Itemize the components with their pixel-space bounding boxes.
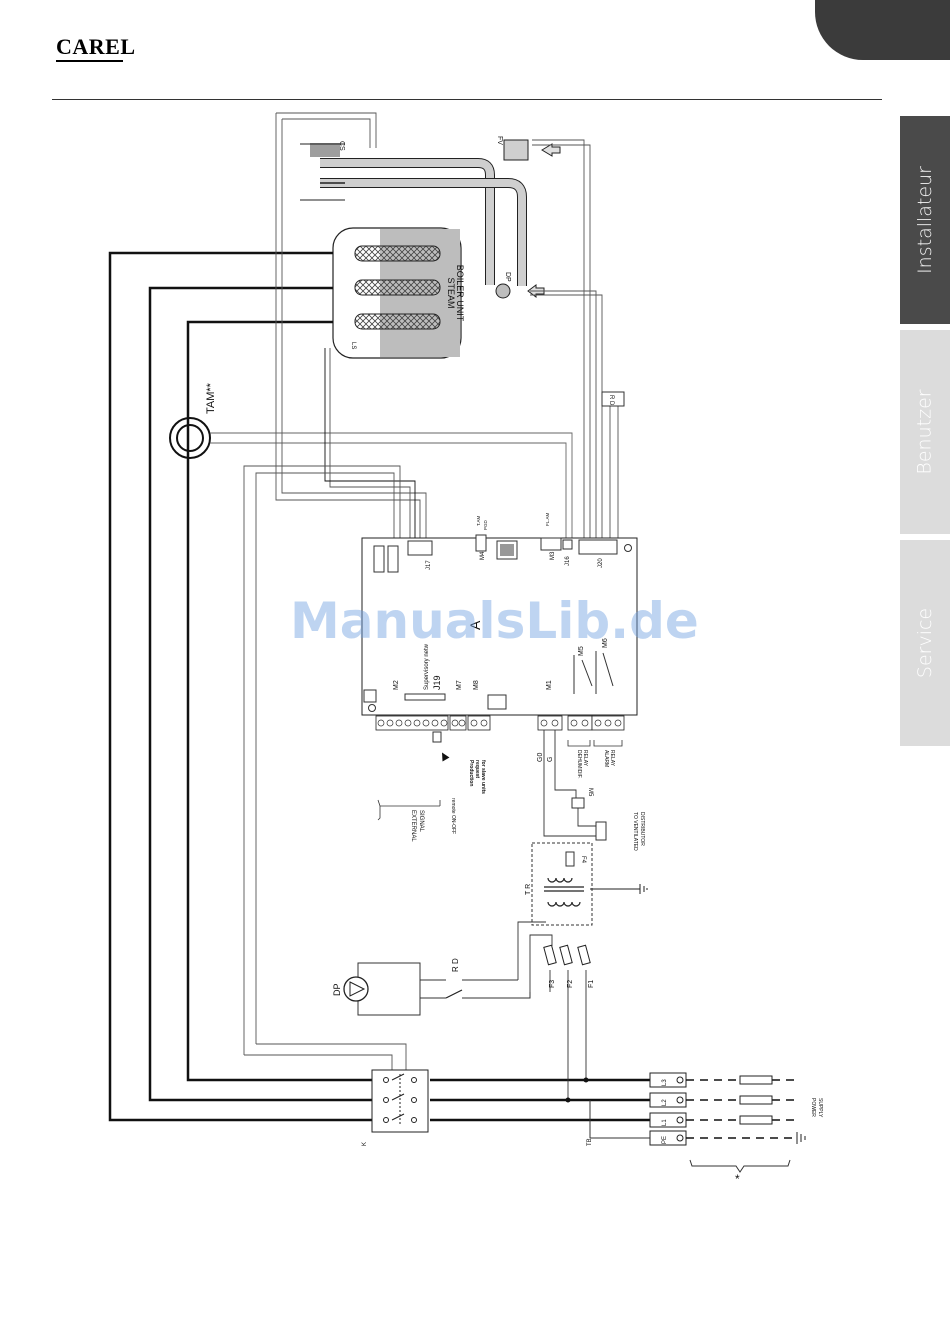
flam-label: FL.AM: [545, 512, 550, 526]
contactor-k: [371, 1069, 429, 1133]
pgd-label: PGD: [483, 519, 488, 530]
drain-pump-bottom: [343, 962, 531, 1016]
fv-label: FV: [496, 136, 503, 145]
tab-benutzer[interactable]: Benutzer: [900, 330, 950, 534]
m6-label: M6: [602, 638, 609, 648]
f4-label: F4: [580, 856, 586, 864]
m5b-label: M5: [587, 788, 593, 797]
tab-service[interactable]: Service: [900, 540, 950, 746]
m7-label: M7: [456, 680, 463, 690]
ventilated-label-2: DISTRIBUTOR: [639, 812, 645, 846]
logo-underline: [56, 60, 123, 62]
pe-label: PE: [662, 1136, 668, 1144]
alarm-label-2: RELAY: [609, 750, 615, 767]
j20-label: J20: [598, 558, 604, 568]
m5-label: M5: [578, 646, 585, 656]
steam-boiler: STEAM BOILER UNIT: [332, 227, 465, 359]
dehum-label-2: RELAY: [582, 750, 588, 767]
tam-small-label: T.AM: [476, 515, 481, 526]
ventilated-label-1: TO VENTILATED: [632, 812, 638, 851]
header-divider: [52, 99, 882, 100]
l2-label: L2: [662, 1099, 668, 1106]
ext-signal-label-1: EXTERNAL: [410, 810, 416, 842]
production-label-3: for slave units: [480, 760, 486, 794]
corner-tab: [815, 0, 950, 60]
g0-label: G0: [537, 753, 544, 762]
tam-label: TAM**: [205, 382, 217, 414]
power-supply-label-2: SUPPLY: [817, 1098, 823, 1118]
alarm-label-1: ALARM: [603, 750, 609, 767]
production-label-1: Production: [468, 760, 474, 786]
supervisory-label: Supervisory netw: [424, 643, 430, 690]
ext-signal-label-2: SIGNAL: [418, 810, 424, 833]
terminal-screws: [377, 719, 622, 727]
j17-label: J17: [426, 560, 432, 570]
boiler-label-2: BOILER UNIT: [455, 265, 465, 322]
dp-bottom-label: DP: [332, 983, 342, 996]
dehum-label-1: DEHUMIDIF.: [576, 750, 582, 779]
ls-label: LS: [350, 342, 356, 349]
controller-board: [361, 534, 638, 716]
k-label: K: [362, 1142, 368, 1146]
m1-label: M1: [546, 680, 553, 690]
remote-onoff-label: remote ON-OFF: [450, 798, 456, 834]
power-terminal-block: [589, 1072, 806, 1173]
tr-label: T R: [525, 884, 532, 895]
power-supply-label-1: POWER: [810, 1098, 816, 1117]
steam-pipes: [300, 143, 527, 286]
m8-label: M8: [473, 680, 480, 690]
production-label-2: request: [474, 760, 480, 778]
power-lines: [108, 251, 650, 1122]
terminal-blocks: [375, 715, 625, 731]
transformer: [531, 842, 648, 926]
f2-label: F2: [567, 980, 574, 988]
fill-valve: [503, 139, 561, 161]
l1-label: L1: [662, 1119, 668, 1126]
f3-label: F3: [549, 980, 556, 988]
tab-installateur[interactable]: Installateur: [900, 116, 950, 324]
l3-label: L3: [662, 1079, 668, 1086]
asterisk-label: *: [735, 1172, 740, 1186]
board-label-a: A: [467, 620, 483, 630]
m4-label: M4: [480, 551, 486, 560]
carel-logo: CAREL: [56, 34, 136, 59]
fuses: [543, 944, 591, 966]
m3-label: M3: [550, 551, 556, 560]
f1-label: F1: [588, 980, 595, 988]
rd-top-label: R D: [608, 395, 614, 406]
g-label: G: [547, 757, 554, 762]
tam-sensor: [169, 417, 211, 459]
rd-bottom-label: R D: [451, 958, 460, 972]
signal-lines: [243, 112, 619, 1070]
dp-top-label: DP: [504, 272, 511, 282]
boiler-label-1: STEAM: [446, 277, 456, 308]
cs-label: CS: [338, 141, 345, 151]
j19-label: J19: [432, 675, 442, 690]
j16-label: J16: [565, 556, 571, 566]
tb-label: TB: [587, 1138, 593, 1146]
m2-label: M2: [393, 680, 400, 690]
